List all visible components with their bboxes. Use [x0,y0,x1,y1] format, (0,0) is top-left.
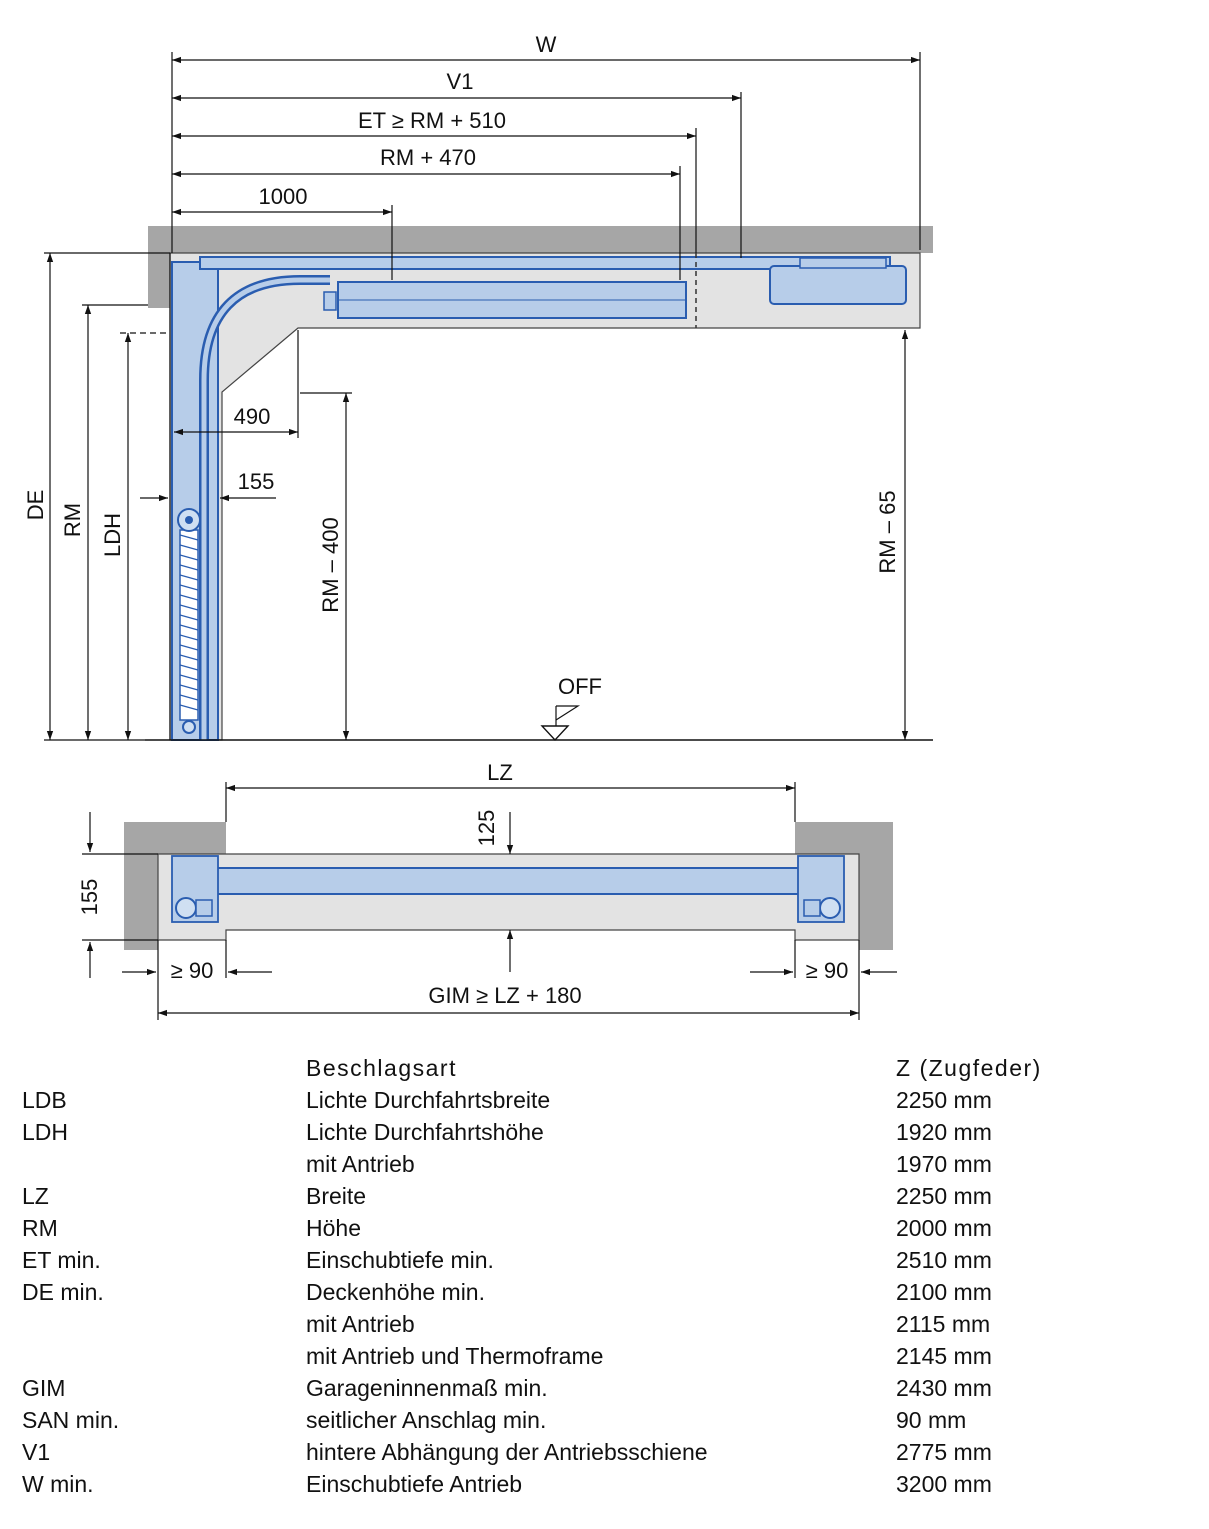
spec-code: SAN min. [22,1407,120,1433]
spec-code [0,1340,306,1372]
spec-code: V1 [22,1439,51,1465]
dim-v1: V1 [447,69,474,94]
dim-490: 490 [234,404,271,429]
spec-header-row: Beschlagsart Z (Zugfeder) [0,1052,1196,1084]
dim-rm65: RM – 65 [875,490,900,573]
spec-table: Beschlagsart Z (Zugfeder) LDB Lichte Durc… [0,1052,1209,1500]
top-inner-area [157,853,860,941]
dim-de: DE [23,490,48,521]
spec-label: Einschubtiefe min. [306,1247,494,1273]
spec-label: Breite [306,1183,367,1209]
spec-value: 2115 mm [896,1311,991,1337]
spec-code: DE min. [22,1279,104,1305]
dim-san-right: ≥ 90 [806,958,849,983]
off-floor-marker: OFF [540,674,602,742]
spec-header-empty [0,1052,306,1084]
spec-label: hintere Abhängung der Antriebsschiene [306,1439,708,1465]
spec-value: 2000 mm [896,1215,992,1241]
door-leaf-top [211,867,805,895]
spec-label: mit Antrieb [306,1311,415,1337]
spec-label: mit Antrieb und Thermoframe [306,1343,604,1369]
spec-value: 1970 mm [896,1151,992,1177]
spec-row: mit Antrieb 2115 mm [0,1308,1196,1340]
spec-code [0,1308,306,1340]
track-head-area [169,252,921,741]
spec-code: W min. [22,1471,94,1497]
spec-row: mit Antrieb und Thermoframe 2145 mm [0,1340,1196,1372]
spec-label: mit Antrieb [306,1151,415,1177]
dim-gim: GIM ≥ LZ + 180 [428,983,581,1008]
spec-label: Garageninnenmaß min. [306,1375,548,1401]
door-installation-diagram: W V1 ET ≥ RM + 510 RM + 470 1000 490 155… [23,32,933,1020]
operator-housing [769,265,907,305]
spec-value: 2145 mm [896,1343,992,1369]
dim-rm: RM [60,503,85,537]
spec-row: DE min. Deckenhöhe min. 2100 mm [0,1276,1196,1308]
spec-label: Deckenhöhe min. [306,1279,485,1305]
dim-1000: 1000 [259,184,308,209]
bracket-right [797,855,845,923]
spec-value: 1920 mm [896,1119,992,1145]
dim-125: 125 [474,810,499,847]
spec-value: 3200 mm [896,1471,992,1497]
bracket-left [171,855,219,923]
ceiling-slab [148,226,933,253]
dim-w: W [536,32,557,57]
dim-off: OFF [558,674,602,699]
spec-value: 2510 mm [896,1247,992,1273]
top-view: LZ 125 155 ≥ 90 ≥ 90 GIM ≥ LZ + 180 [77,760,897,1020]
spec-code: GIM [22,1375,66,1401]
dim-rm400: RM – 400 [318,517,343,612]
dim-ldh: LDH [100,513,125,557]
spec-value: 2775 mm [896,1439,992,1465]
drive-rail [199,256,891,270]
spec-label: Einschubtiefe Antrieb [306,1471,523,1497]
spec-value: 2250 mm [896,1183,992,1209]
dim-155-side: 155 [238,469,275,494]
spec-row: ET min. Einschubtiefe min. 2510 mm [0,1244,1196,1276]
spec-label: Höhe [306,1215,361,1241]
spec-label: seitlicher Anschlag min. [306,1407,547,1433]
spec-label: Lichte Durchfahrtshöhe [306,1119,544,1145]
spec-row: SAN min. seitlicher Anschlag min. 90 mm [0,1404,1196,1436]
spec-code: ET min. [22,1247,101,1273]
spec-value: 2100 mm [896,1279,992,1305]
spec-header-type: Beschlagsart [306,1055,457,1081]
spec-code: RM [22,1215,58,1241]
spec-value: 2250 mm [896,1087,992,1113]
spec-row: LDB Lichte Durchfahrtsbreite 2250 mm [0,1084,1196,1116]
spec-code: LZ [22,1183,49,1209]
spec-value: 2430 mm [896,1375,992,1401]
dim-lz: LZ [487,760,513,785]
spec-code: LDB [22,1087,67,1113]
spec-header-value: Z (Zugfeder) [896,1055,1042,1081]
spec-code [0,1148,306,1180]
dim-san-left: ≥ 90 [171,958,214,983]
spec-row: V1 hintere Abhängung der Antriebsschiene 2… [0,1436,1196,1468]
tension-spring [177,508,201,734]
spec-row: GIM Garageninnenmaß min. 2430 mm [0,1372,1196,1404]
spec-row: RM Höhe 2000 mm [0,1212,1196,1244]
spec-row: LDH Lichte Durchfahrtshöhe 1920 mm [0,1116,1196,1148]
side-view: W V1 ET ≥ RM + 510 RM + 470 1000 490 155… [23,32,933,742]
lintel-wall [148,226,170,308]
dim-rm470: RM + 470 [380,145,476,170]
spec-row: LZ Breite 2250 mm [0,1180,1196,1212]
spec-row: mit Antrieb 1970 mm [0,1148,1196,1180]
spec-code: LDH [22,1119,69,1145]
dim-et: ET ≥ RM + 510 [358,108,506,133]
spec-row: W min. Einschubtiefe Antrieb 3200 mm [0,1468,1196,1500]
dim-155-top: 155 [77,879,102,916]
spec-table-body: Beschlagsart Z (Zugfeder) LDB Lichte Durc… [0,1052,1196,1500]
spec-label: Lichte Durchfahrtsbreite [306,1087,551,1113]
spec-value: 90 mm [896,1407,967,1433]
